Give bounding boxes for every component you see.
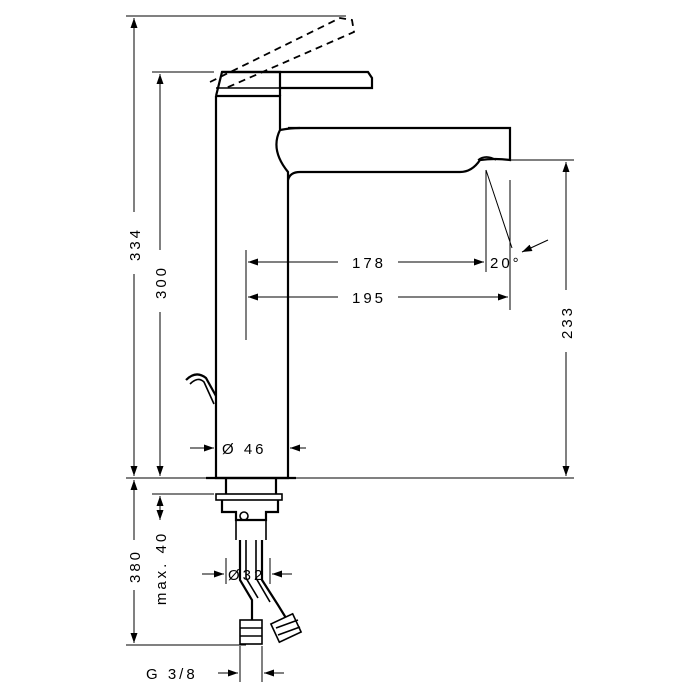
dimension-height-total-label: 334 [127, 227, 144, 261]
dimension-connection-thread-label: G 3/8 [146, 666, 198, 683]
dimension-outlet-height-label: 233 [559, 305, 576, 339]
extension-lines [126, 15, 574, 682]
faucet-outline [185, 70, 512, 645]
dimension-lines [130, 18, 570, 677]
dimension-reach-inner-label: 178 [352, 255, 386, 272]
dimension-height-body-label: 300 [153, 265, 170, 299]
dimension-shank-diameter-label: Ø32 [228, 567, 265, 584]
lever-open-position [209, 17, 356, 89]
dimension-reach-outer-label: 195 [352, 290, 386, 307]
dimension-spout-angle-label: 20° [490, 255, 522, 272]
dimension-body-diameter-label: Ø 46 [222, 441, 267, 458]
dimension-hose-length-label: 380 [127, 549, 144, 583]
dimension-deck-thickness-label: max. 40 [153, 531, 170, 605]
